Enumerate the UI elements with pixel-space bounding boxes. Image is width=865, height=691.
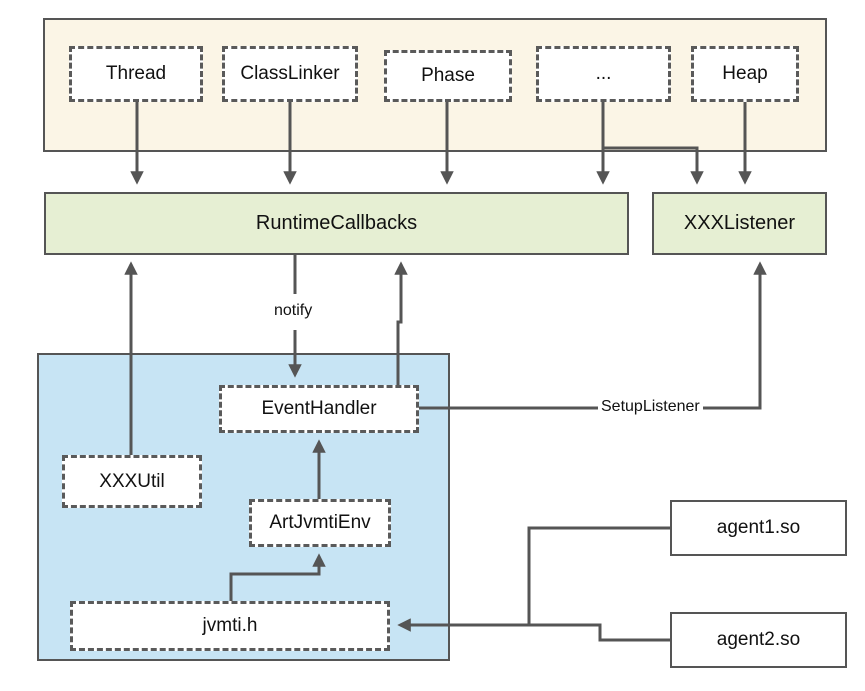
edge-agent1-to-header [527,526,670,625]
notify-label: notify [271,302,316,320]
classlinker-node: ClassLinker [222,46,358,102]
phase-node: Phase [384,50,512,102]
edge-ellipsis-to-listener [603,146,704,185]
event-handler-node: EventHandler [219,385,419,433]
thread-node: Thread [69,46,203,102]
ellipsis-node: ... [536,46,671,102]
xxx-listener-node: XXXListener [652,192,827,255]
jvmti-header-node: jvmti.h [70,601,390,651]
art-jvmti-env-node: ArtJvmtiEnv [249,499,391,547]
xxx-util-node: XXXUtil [62,455,202,508]
runtime-callbacks-node: RuntimeCallbacks [44,192,629,255]
edge-setup-listener [419,261,767,410]
agent2-node: agent2.so [670,612,847,668]
heap-node: Heap [691,46,799,102]
agent1-node: agent1.so [670,500,847,556]
setup-listener-label: SetupListener [598,398,703,416]
